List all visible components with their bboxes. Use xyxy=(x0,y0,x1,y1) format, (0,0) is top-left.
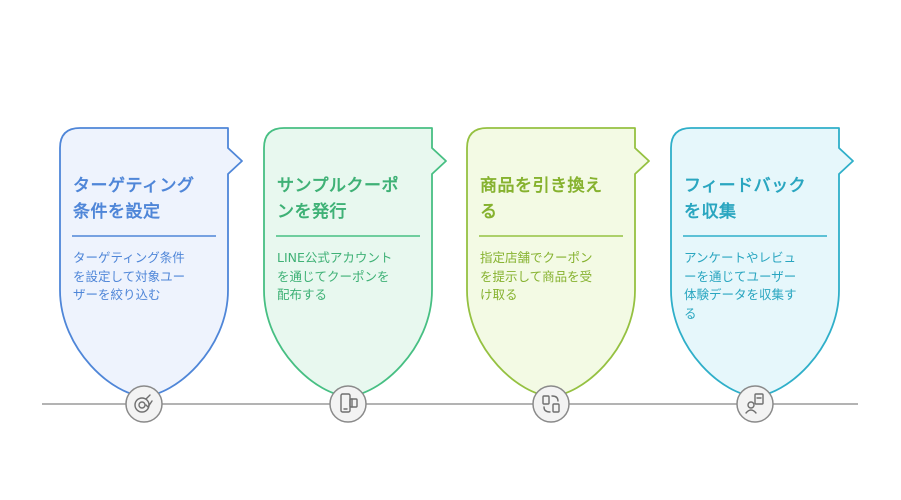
step-description-4: アンケートやレビューを通じてユーザー体験データを収集する xyxy=(684,250,797,321)
step-title-2: サンプルクーポンを発行 xyxy=(277,176,399,222)
step-icon-circle-2 xyxy=(329,385,367,423)
step-card-4 xyxy=(670,127,854,397)
step-description-3: 指定店舗でクーポンを提示して商品を受け取る xyxy=(480,250,593,302)
step-title-3: 商品を引き換える xyxy=(480,176,603,222)
step-icon-circle-3 xyxy=(532,385,570,423)
exchange-icon xyxy=(542,395,560,413)
phone-coupon-icon xyxy=(340,393,358,413)
step-description-1: ターゲティング条件を設定して対象ユーザーを絞り込む xyxy=(73,250,186,302)
step-title-4: フィードバックを収集 xyxy=(684,176,807,222)
step-icon-circle-1 xyxy=(125,385,163,423)
feedback-icon xyxy=(745,393,764,414)
step-card-1 xyxy=(59,127,243,397)
step-card-3 xyxy=(466,127,650,397)
step-description-2: LINE公式アカウントを通じてクーポンを配布する xyxy=(277,250,393,302)
target-check-icon xyxy=(134,394,153,413)
step-title-1: ターゲティング条件を設定 xyxy=(73,176,195,222)
step-card-2 xyxy=(263,127,447,397)
